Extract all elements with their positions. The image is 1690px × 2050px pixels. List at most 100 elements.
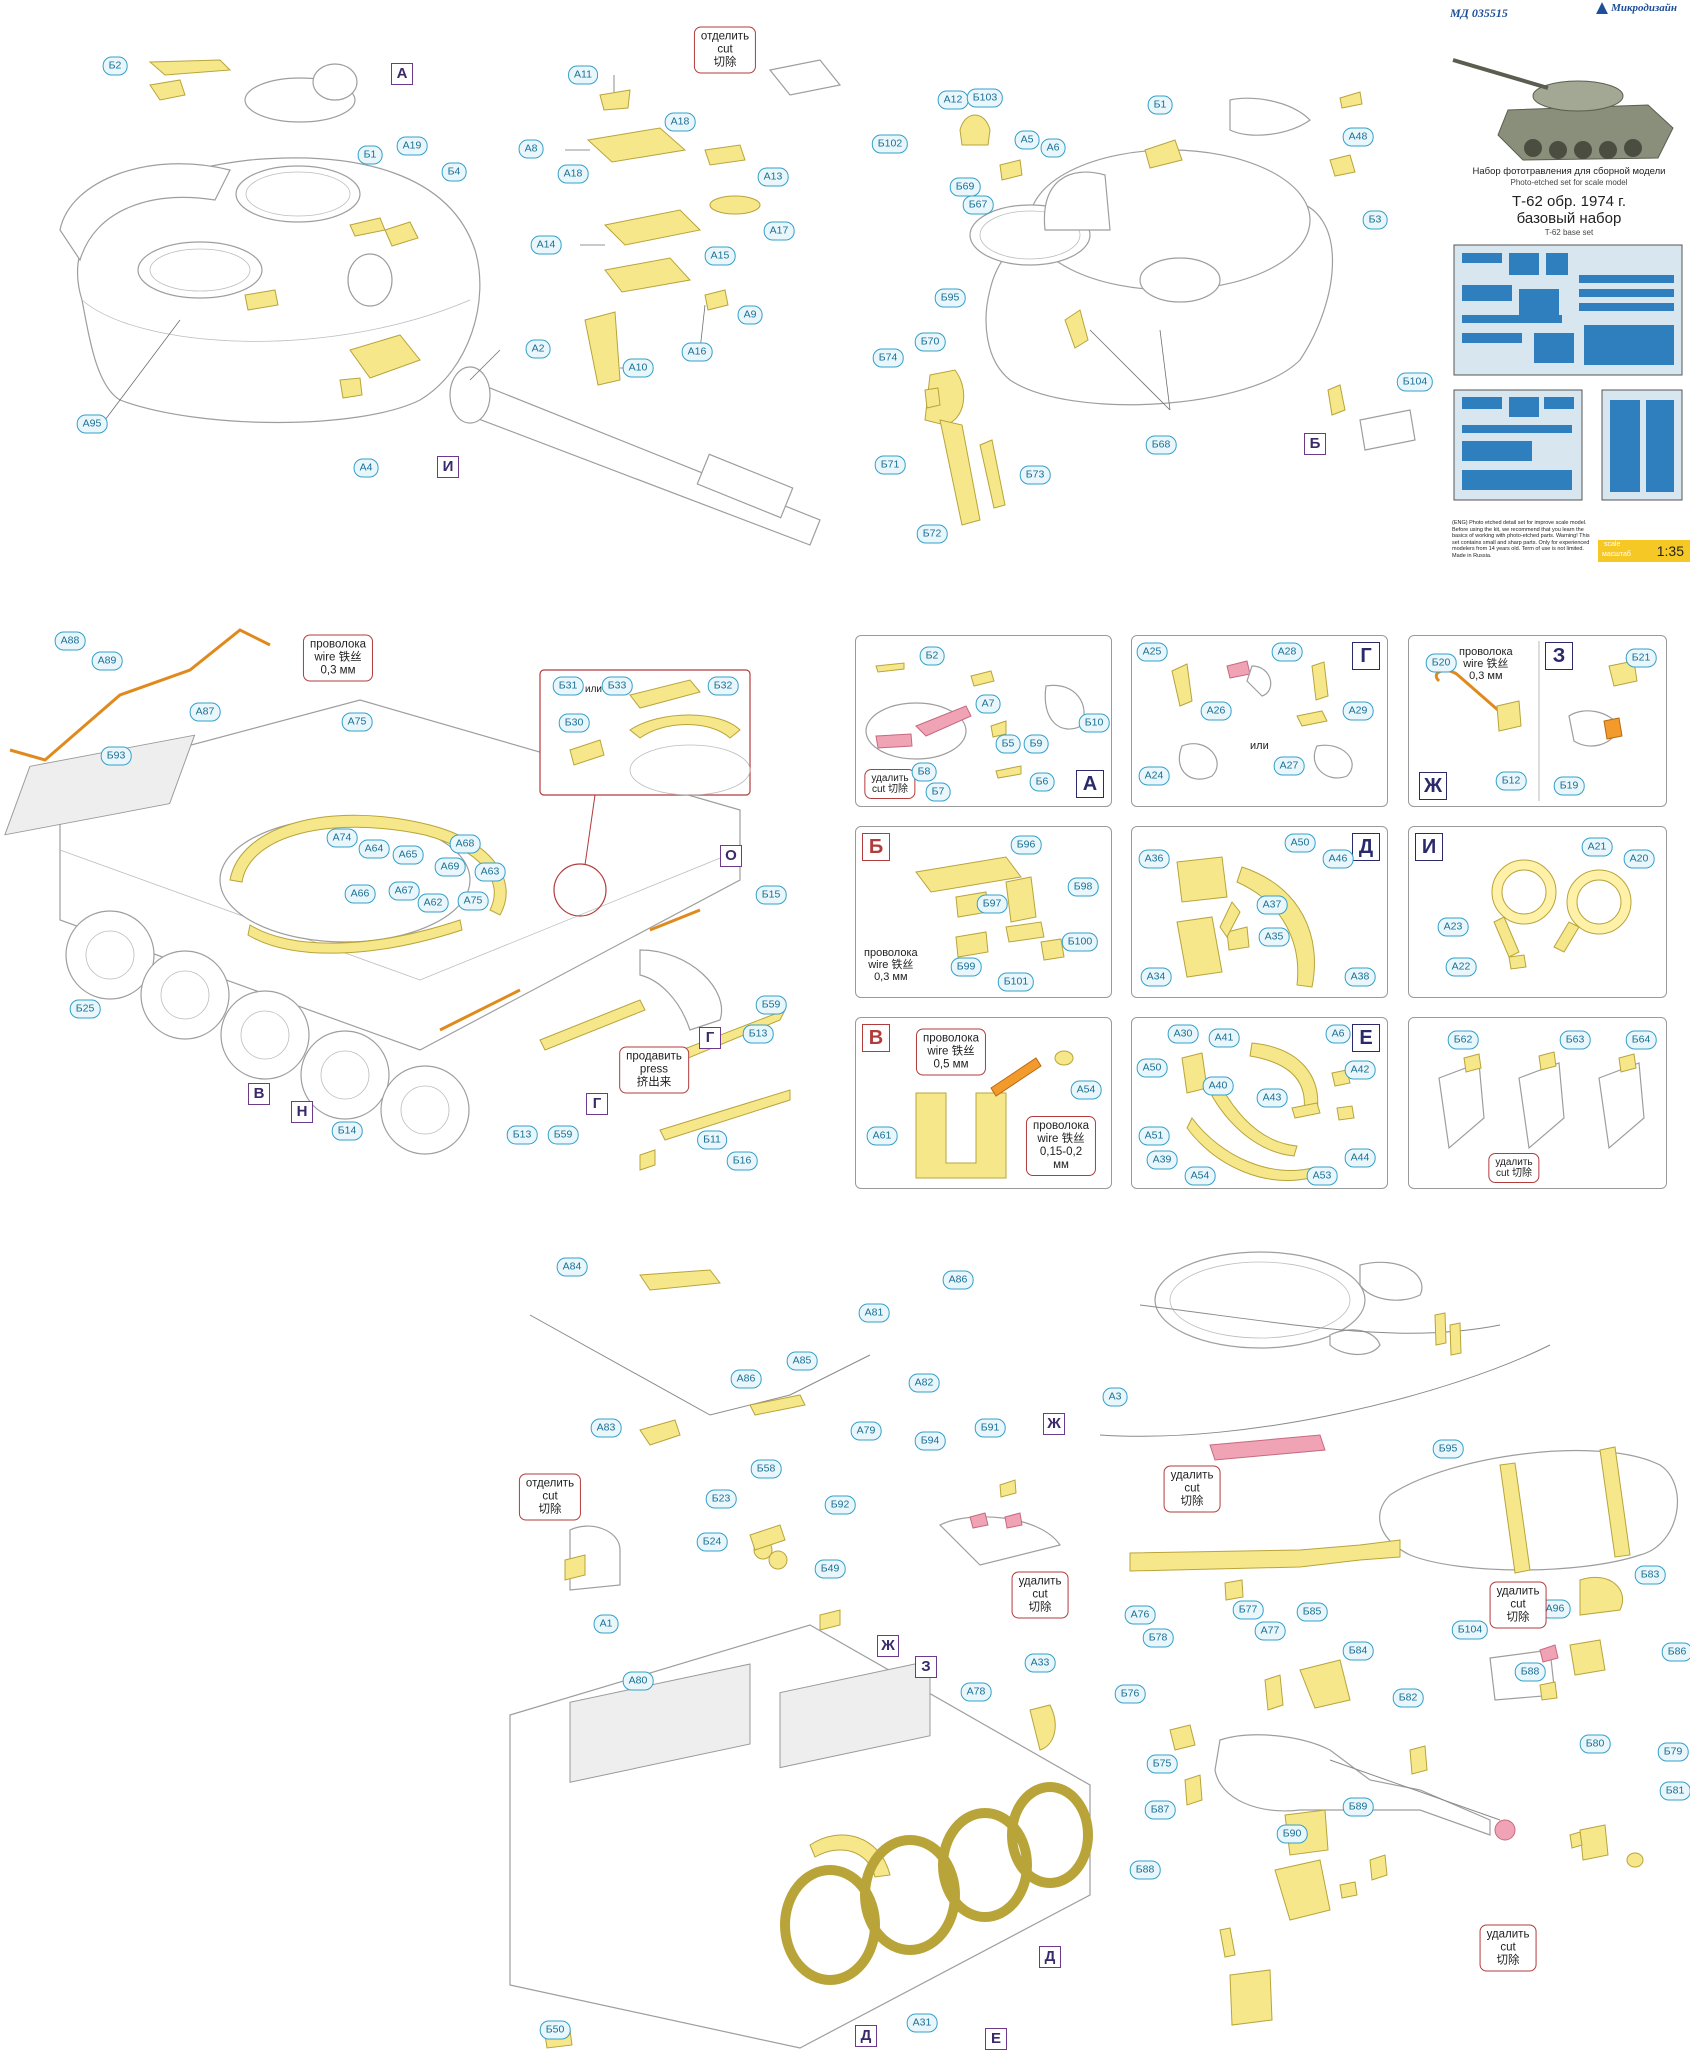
hatch-diagram: Б А12 Б103 Б102 А5 А6 Б69 Б67 Б1 А48 Б3 …	[870, 0, 1450, 570]
part-A69: А69	[434, 857, 466, 877]
panel-G-or: или	[1250, 740, 1269, 752]
part-A66: А66	[344, 884, 376, 904]
part-B78: Б78	[1142, 1628, 1174, 1648]
panel-E-letter: Е	[1352, 1024, 1380, 1052]
panel-B-B97: Б97	[976, 894, 1008, 914]
part-A6-top: А6	[1040, 138, 1066, 158]
panel-V-A61: А61	[866, 1126, 898, 1146]
label-G-a: Г	[699, 1027, 721, 1049]
part-B69: Б69	[949, 177, 981, 197]
panel-A-A7: А7	[975, 694, 1001, 714]
panel-E-A30: А30	[1167, 1024, 1199, 1044]
panel-B-B100: Б100	[1061, 932, 1099, 952]
part-B33: Б33	[601, 676, 633, 696]
part-A14: А14	[530, 235, 562, 255]
part-B59b: Б59	[547, 1125, 579, 1145]
panel-Z-B21: Б21	[1625, 648, 1657, 668]
part-B4-top: Б4	[441, 162, 467, 182]
part-B95-top: Б95	[934, 288, 966, 308]
part-B3: Б3	[1362, 210, 1388, 230]
part-B76: Б76	[1114, 1684, 1146, 1704]
part-A33: А33	[1024, 1653, 1056, 1673]
panel-A-B7: Б7	[925, 782, 951, 802]
part-A75a: А75	[341, 712, 373, 732]
part-B71: Б71	[874, 455, 906, 475]
panel-I-letter: И	[1415, 833, 1443, 861]
panel-tools-B64: Б64	[1625, 1030, 1657, 1050]
panel-I-A20: А20	[1623, 849, 1655, 869]
panel-G-A27: А27	[1273, 756, 1305, 776]
part-A19: А19	[396, 136, 428, 156]
panel-D-A37: А37	[1256, 895, 1288, 915]
panel-I-A23: А23	[1437, 917, 1469, 937]
product-code: МД 035515	[1450, 6, 1508, 20]
part-B23: Б23	[705, 1489, 737, 1509]
part-A74: А74	[326, 828, 358, 848]
tank-photo	[1452, 58, 1674, 161]
title-line1: Т-62 обр. 1974 г.	[1512, 193, 1626, 210]
label-I-top: И	[437, 456, 459, 478]
part-B25: Б25	[69, 999, 101, 1019]
part-A1: А1	[593, 1614, 619, 1634]
hatch-drawing	[924, 91, 1416, 526]
part-B70: Б70	[914, 332, 946, 352]
panel-tools-B63: Б63	[1559, 1030, 1591, 1050]
subtitle-ru: Набор фототравления для сборной модели	[1472, 166, 1666, 177]
part-B15: Б15	[755, 885, 787, 905]
part-A12: А12	[937, 90, 969, 110]
part-A18a: А18	[664, 112, 696, 132]
engine-deck-drawing	[509, 1269, 1093, 2049]
part-A95: А95	[76, 414, 108, 434]
part-B89: Б89	[1342, 1797, 1374, 1817]
panel-A-B2: Б2	[919, 646, 945, 666]
label-E-deck: Е	[985, 2028, 1007, 2050]
part-B88-bottom: Б88	[1129, 1860, 1161, 1880]
brand-icon	[1596, 2, 1608, 15]
panel-A-B10: Б10	[1078, 713, 1110, 733]
panel-A-drawing	[865, 662, 1085, 779]
fret-sheets	[1453, 244, 1683, 501]
panel-Zh-B12: Б12	[1495, 771, 1527, 791]
part-A87: А87	[189, 702, 221, 722]
part-A17: А17	[763, 221, 795, 241]
panel-A-B8: Б8	[911, 762, 937, 782]
part-B72: Б72	[916, 524, 948, 544]
label-D-deck-b: Д	[855, 2025, 877, 2047]
part-A78: А78	[960, 1682, 992, 1702]
part-B80: Б80	[1579, 1734, 1611, 1754]
label-G-b: Г	[586, 1093, 608, 1115]
panel-D-A38: А38	[1344, 967, 1376, 987]
panel-G-A26: А26	[1200, 701, 1232, 721]
turret-drawing	[59, 59, 842, 546]
part-B74: Б74	[872, 348, 904, 368]
part-A10: А10	[622, 358, 654, 378]
part-A18b: А18	[557, 164, 589, 184]
scale-label-ru: масштаб	[1602, 551, 1631, 558]
part-A11-top: А11	[568, 65, 598, 85]
part-B16: Б16	[726, 1151, 758, 1171]
part-B86: Б86	[1661, 1642, 1690, 1662]
scale-badge: scale масштаб 1:35	[1598, 540, 1690, 562]
scale-label-en: scale	[1604, 541, 1621, 548]
label-Z-deck: З	[915, 1656, 937, 1678]
part-B24: Б24	[696, 1532, 728, 1552]
part-A86a: А86	[942, 1270, 974, 1290]
part-A68: А68	[449, 834, 481, 854]
part-B13b: Б13	[506, 1125, 538, 1145]
part-B104-top: Б104	[1396, 372, 1434, 392]
label-O: О	[720, 845, 742, 867]
panel-tools-drawing	[1438, 1051, 1645, 1150]
part-A65: А65	[392, 845, 424, 865]
panel-I-A22: А22	[1445, 957, 1477, 977]
part-A80: А80	[622, 1671, 654, 1691]
part-A48: А48	[1342, 127, 1374, 147]
